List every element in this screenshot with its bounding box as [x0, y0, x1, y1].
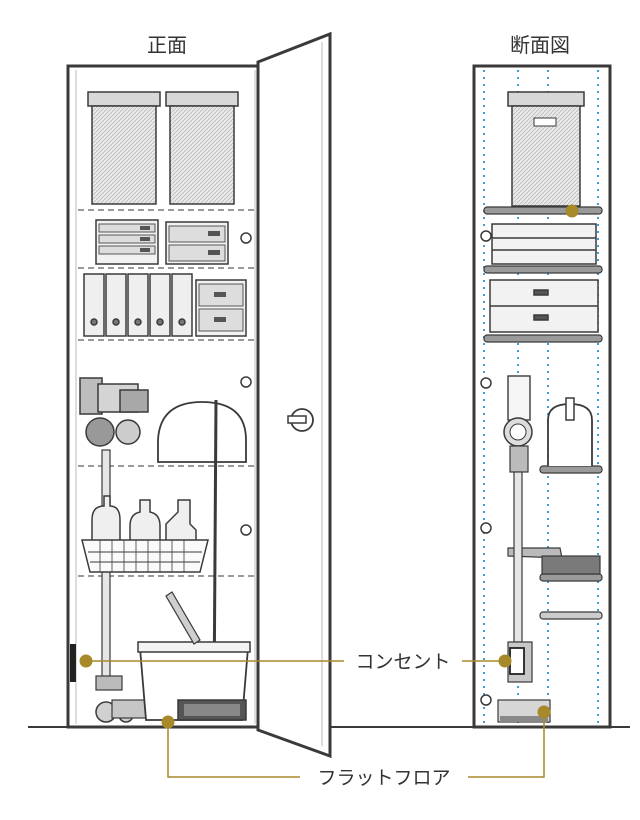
outlet-callout: コンセント: [86, 651, 505, 673]
detergent-bottle-icon: [91, 495, 197, 549]
flat-floor-label: フラットフロア: [317, 767, 450, 789]
door-knob-icon: [287, 408, 314, 432]
hook-icon: [547, 397, 593, 466]
vacuum-cleaner-icon: [497, 375, 551, 723]
shelf-pin-icon: [480, 230, 492, 706]
flat-floor-callout: フラットフロア: [167, 712, 545, 789]
shelf-pin-icon: [240, 232, 252, 536]
section-shelves: [483, 206, 603, 620]
section-view-title: 断面図: [510, 33, 570, 57]
hand-brush-icon: [507, 547, 601, 575]
outlet-plate-front: [70, 644, 76, 682]
storage-box-icon: [507, 91, 585, 207]
front-view: [66, 31, 332, 759]
outlet-label: コンセント: [355, 651, 450, 673]
storage-box-icon: [165, 91, 239, 205]
drawer-case-icon: [95, 219, 159, 265]
section-view: [472, 64, 612, 729]
drawer-case-icon: [195, 279, 247, 337]
front-view-title: 正面: [147, 33, 187, 57]
open-door: [256, 31, 332, 759]
storage-box-icon: [87, 91, 161, 205]
outlet-plate-section: [509, 647, 525, 675]
basket-icon: [81, 539, 209, 573]
dome-cover-icon: [157, 401, 247, 463]
drawer-case-icon: [489, 223, 599, 333]
drawer-case-icon: [165, 221, 229, 265]
file-box-icon: [83, 273, 193, 337]
shelf-marker-section: [565, 204, 579, 218]
